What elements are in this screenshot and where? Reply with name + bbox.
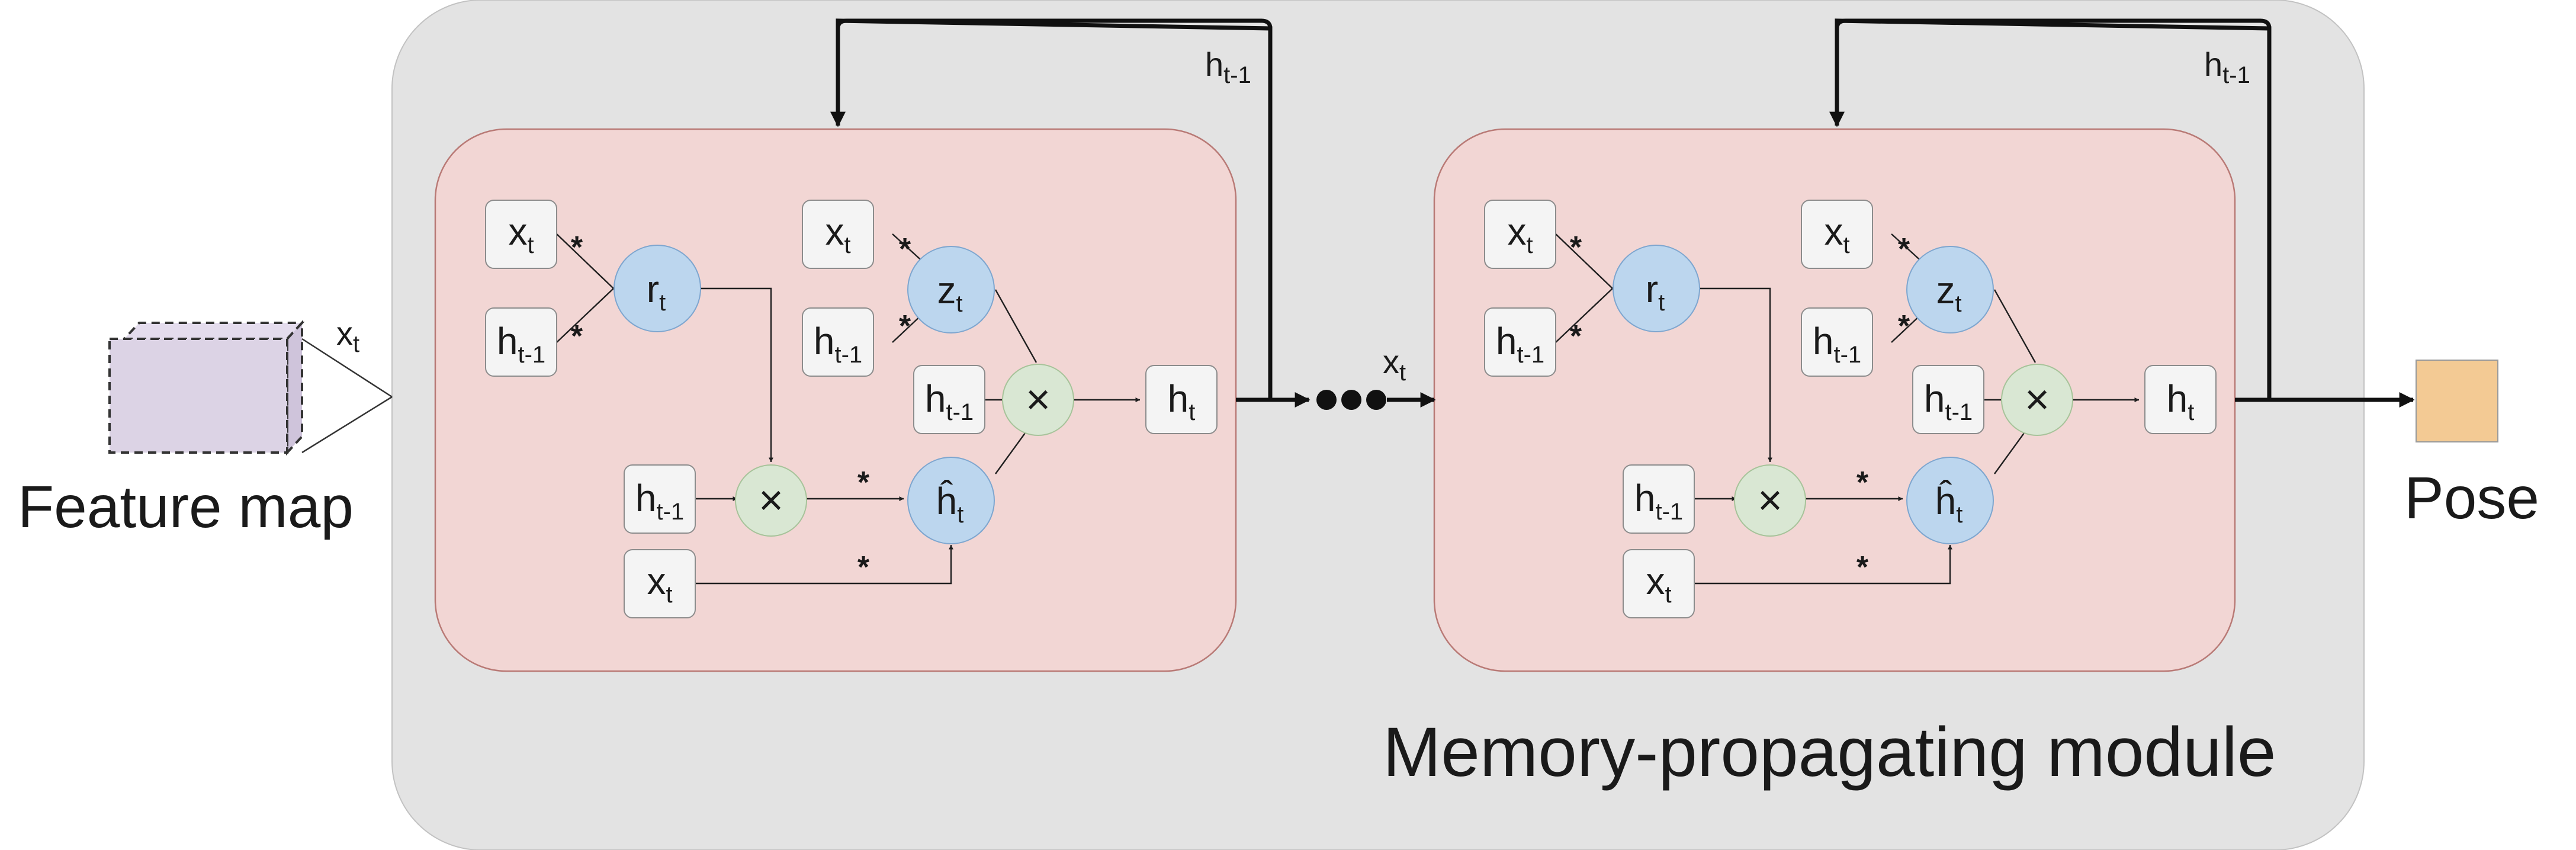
svg-text:ht-1: ht-1 xyxy=(1496,320,1544,368)
svg-text:ht-1: ht-1 xyxy=(1924,377,1973,425)
input-box-xt: xt xyxy=(485,200,557,269)
svg-text:ht-1: ht-1 xyxy=(1634,477,1683,525)
input-box-xt: xt xyxy=(624,549,696,618)
input-box-ht-1: ht-1 xyxy=(802,307,874,377)
link-xt-label: xt xyxy=(1383,343,1406,386)
svg-text:ht-1: ht-1 xyxy=(635,477,684,525)
weight-mark: * xyxy=(1570,230,1582,265)
input-xt-label: xt xyxy=(336,315,359,357)
input-box-ht-1: ht-1 xyxy=(1484,307,1556,377)
svg-text:ht-1: ht-1 xyxy=(814,320,862,368)
svg-text:rt: rt xyxy=(647,268,666,316)
input-box-ht-1: ht-1 xyxy=(1912,365,1984,434)
multiply-op: × xyxy=(1002,364,1074,436)
candidate-state-ht-hat: ĥt xyxy=(907,457,995,544)
update-gate-zt: zt xyxy=(1906,246,1994,333)
svg-text:zt: zt xyxy=(937,269,962,317)
input-box-xt: xt xyxy=(1484,200,1556,269)
output-box-ht: ht xyxy=(1145,365,1218,434)
input-box-xt: xt xyxy=(1623,549,1695,618)
svg-text:ĥt: ĥt xyxy=(936,479,964,528)
weight-mark: * xyxy=(1898,232,1910,267)
weight-mark: * xyxy=(899,232,911,267)
svg-text:rt: rt xyxy=(1646,268,1665,316)
weight-mark: * xyxy=(1856,550,1869,585)
weight-mark: * xyxy=(1898,309,1910,344)
svg-text:ht: ht xyxy=(2167,377,2195,425)
svg-text:ht-1: ht-1 xyxy=(925,377,974,425)
weight-mark: * xyxy=(857,550,870,585)
multiply-op: × xyxy=(735,464,807,537)
svg-text:xt: xt xyxy=(647,560,672,608)
input-box-xt: xt xyxy=(802,200,874,269)
input-box-ht-1: ht-1 xyxy=(1801,307,1873,377)
feature-map-label: Feature map xyxy=(18,474,354,540)
svg-text:xt: xt xyxy=(825,210,850,258)
svg-text:xt: xt xyxy=(1824,210,1849,258)
input-box-xt: xt xyxy=(1801,200,1873,269)
feature-map-projection xyxy=(301,338,393,454)
weight-mark: * xyxy=(1856,466,1869,500)
multiply-op: × xyxy=(1734,464,1806,537)
svg-text:xt: xt xyxy=(1646,560,1671,608)
weight-mark: * xyxy=(857,466,870,500)
weight-mark: * xyxy=(571,230,583,265)
feature-map-block xyxy=(108,319,305,456)
input-box-ht-1: ht-1 xyxy=(624,464,696,534)
gru-cell: * * * * * * xt ht-1 xt ht-1 ht-1 ht-1 xyxy=(434,128,1237,672)
reset-gate-rt: rt xyxy=(1613,245,1700,332)
input-box-ht-1: ht-1 xyxy=(1623,464,1695,534)
weight-mark: * xyxy=(571,319,583,354)
module-label: Memory-propagating module xyxy=(1383,713,2276,791)
weight-mark: * xyxy=(1570,319,1582,354)
svg-text:xt: xt xyxy=(1507,210,1533,258)
svg-text:×: × xyxy=(1758,477,1782,524)
svg-text:ht: ht xyxy=(1168,377,1196,425)
feedback-ht-1-label: ht-1 xyxy=(1205,46,1251,88)
output-box-ht: ht xyxy=(2144,365,2217,434)
pose-block xyxy=(2416,360,2498,442)
input-box-ht-1: ht-1 xyxy=(485,307,557,377)
gru-cell: * * * * * * xt ht-1 xt ht-1 ht-1 ht-1 xyxy=(1433,128,2236,672)
svg-text:×: × xyxy=(1026,376,1051,424)
svg-text:ht-1: ht-1 xyxy=(1813,320,1861,368)
pose-label: Pose xyxy=(2404,465,2539,531)
svg-text:×: × xyxy=(759,477,783,524)
svg-text:xt: xt xyxy=(508,210,534,258)
candidate-state-ht-hat: ĥt xyxy=(1906,457,1994,544)
update-gate-zt: zt xyxy=(907,246,995,333)
ellipsis-dots xyxy=(1316,390,1386,410)
svg-text:zt: zt xyxy=(1936,269,1961,317)
svg-text:ĥt: ĥt xyxy=(1935,479,1963,528)
weight-mark: * xyxy=(899,309,911,344)
svg-text:ht-1: ht-1 xyxy=(497,320,545,368)
reset-gate-rt: rt xyxy=(614,245,701,332)
svg-text:×: × xyxy=(2025,376,2050,424)
multiply-op: × xyxy=(2001,364,2073,436)
input-box-ht-1: ht-1 xyxy=(913,365,985,434)
feedback-ht-1-label: ht-1 xyxy=(2204,46,2250,88)
